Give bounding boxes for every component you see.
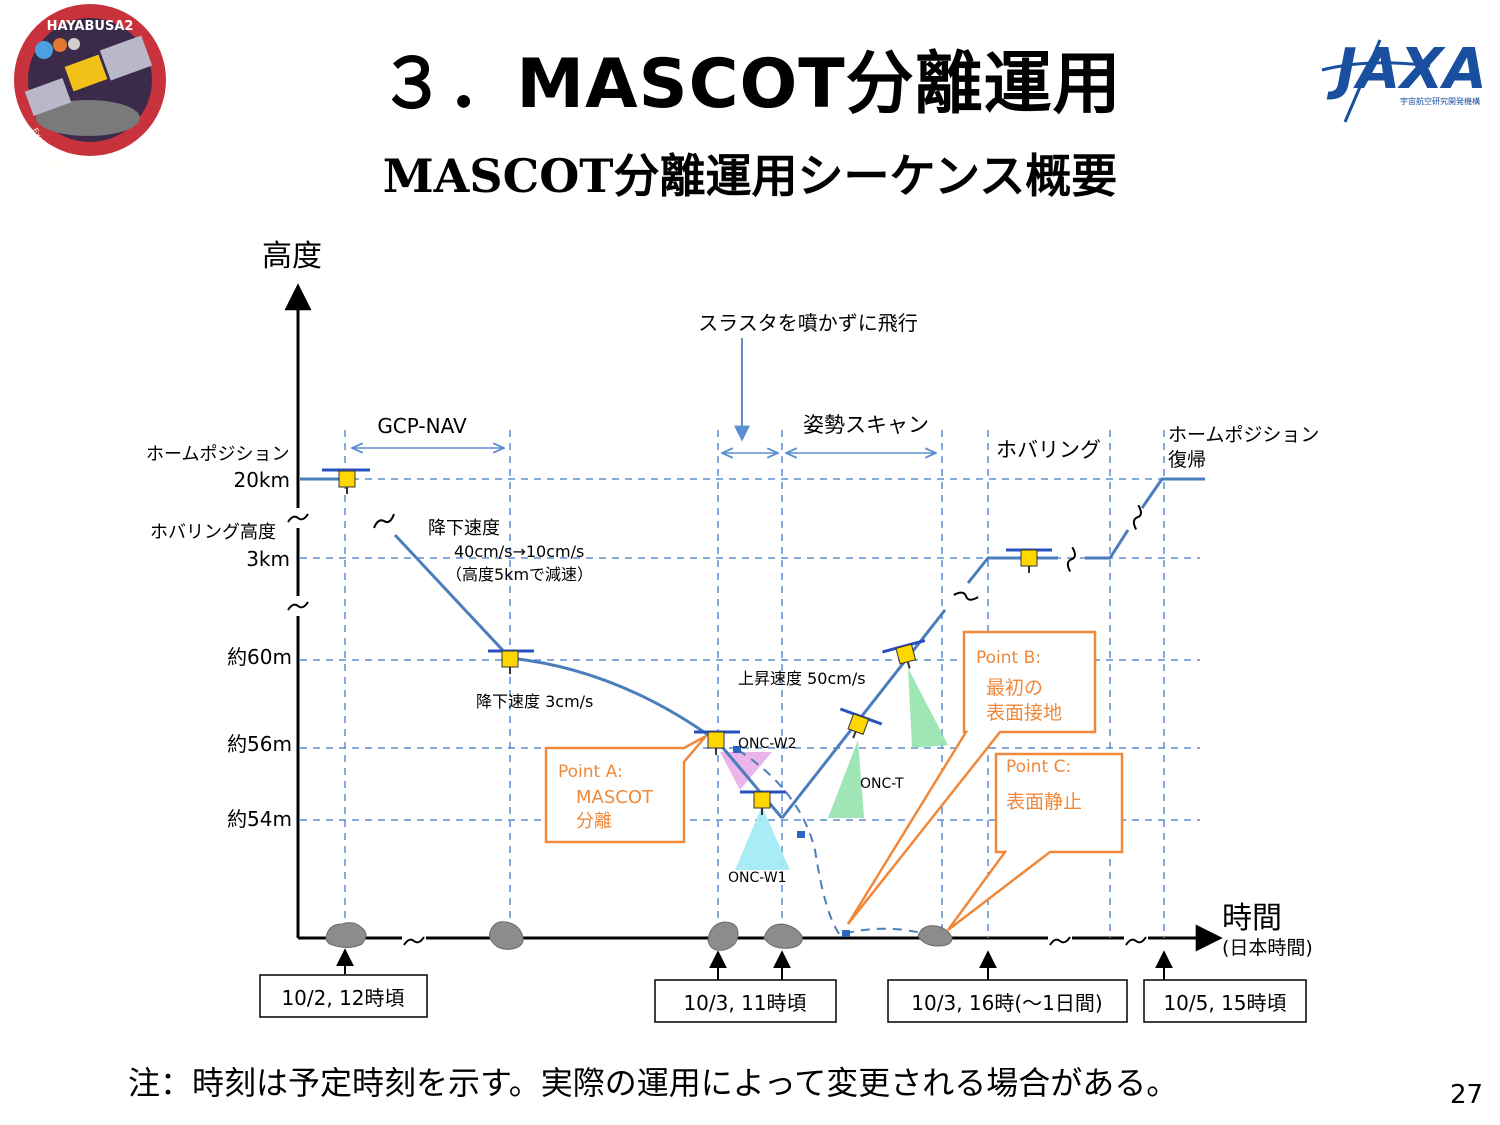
onc-w2-label: ONC-W2 xyxy=(738,736,797,752)
spacecraft-icon xyxy=(839,707,883,739)
time-markers: 10/2, 12時頃 10/3, 11時頃 10/3, 16時(〜1日間) 10… xyxy=(259,948,1307,1023)
axes: 高度 時間 (日本時間) ホームポジション 20km ホバリング高度 3km 約… xyxy=(146,239,1313,959)
spacecraft-icon xyxy=(488,649,534,674)
home-return-label-1: ホームポジション xyxy=(1168,424,1319,446)
trajectory-hover-exit-segment xyxy=(1085,529,1130,560)
asteroid-icon xyxy=(917,925,953,947)
phase-ranges: GCP-NAV スラスタを噴かずに飛行 姿勢スキャン ホバリング ホームポジショ… xyxy=(352,311,1319,471)
trajectory-break-marks xyxy=(373,504,1142,601)
hovering-label: ホバリング xyxy=(996,438,1101,462)
jaxa-logo: JAXA 宇宙航空研究開発機構 xyxy=(1321,37,1487,123)
y-tick-20km: 20km xyxy=(233,468,290,492)
point-a-line1: MASCOT xyxy=(576,787,654,808)
home-return-label-2: 復帰 xyxy=(1168,449,1206,471)
spacecraft-icons xyxy=(322,468,1052,815)
page-number: 27 xyxy=(1450,1080,1484,1110)
ascent-speed: 上昇速度 50cm/s xyxy=(738,669,866,688)
descent-speed: 40cm/s→10cm/s xyxy=(454,542,584,561)
hayabusa2-badge-logo: HAYABUSA2 Exploring Ryugu xyxy=(14,4,166,188)
mascot-trajectory xyxy=(737,749,941,937)
time-label-2: 10/3, 11時頃 xyxy=(683,991,806,1015)
trajectory-free-flight-segment xyxy=(716,741,784,819)
trajectory-return-segment xyxy=(1140,477,1205,509)
attitude-scan-label: 姿勢スキャン xyxy=(803,413,929,437)
mascot-marker xyxy=(797,831,805,838)
spacecraft-trajectory xyxy=(300,477,1205,819)
asteroid-icon xyxy=(763,923,803,949)
spacecraft-icon xyxy=(740,790,786,815)
trajectory-descent-segment xyxy=(393,533,512,660)
time-label-4: 10/5, 15時頃 xyxy=(1163,991,1286,1015)
x-axis-label: 時間 xyxy=(1222,901,1282,936)
y-axis-label: 高度 xyxy=(262,239,322,274)
time-label-1: 10/2, 12時頃 xyxy=(281,986,404,1010)
axis-break-mark xyxy=(1125,936,1147,946)
point-c-title: Point C: xyxy=(1006,757,1071,777)
onc-w2-cone xyxy=(720,752,772,790)
asteroid-icon xyxy=(489,921,524,950)
axis-break-mark xyxy=(1049,936,1071,946)
axis-break-mark xyxy=(287,601,309,611)
point-b-line1: 最初の xyxy=(986,677,1043,699)
onc-w1-cone xyxy=(735,806,790,870)
onc-t-label: ONC-T xyxy=(860,776,904,792)
descent-note: （高度5kmで減速） xyxy=(446,565,593,584)
callout-point-c: Point C: 表面静止 xyxy=(946,752,1124,931)
trajectory-hover-segment xyxy=(966,556,1058,584)
asteroid-icon xyxy=(707,921,739,951)
point-a-title: Point A: xyxy=(558,762,623,782)
y-tick-sublabel-home: ホームポジション xyxy=(146,444,289,465)
point-a-line2: 分離 xyxy=(576,811,612,832)
descent-title: 降下速度 xyxy=(428,518,500,539)
jaxa-logo-subtext: 宇宙航空研究開発機構 xyxy=(1400,96,1480,106)
y-tick-sublabel-hover: ホバリング高度 xyxy=(150,522,276,543)
trajectory-annotations: 降下速度 40cm/s→10cm/s （高度5kmで減速） 降下速度 3cm/s… xyxy=(428,518,904,886)
axis-break-mark xyxy=(403,936,425,946)
thruster-free-label: スラスタを噴かずに飛行 xyxy=(698,311,918,335)
spacecraft-icon xyxy=(694,730,740,755)
asteroid-icon xyxy=(325,922,367,949)
onc-t-cone-1 xyxy=(828,740,864,818)
footnote: 注：時刻は予定時刻を示す。実際の運用によって変更される場合がある。 xyxy=(128,1064,1179,1102)
asteroid-icons xyxy=(325,921,953,951)
axis-break-mark xyxy=(287,513,309,523)
badge-text: HAYABUSA2 xyxy=(47,19,134,34)
point-c-line1: 表面静止 xyxy=(1006,791,1082,813)
page-subtitle: MASCOT分離運用シーケンス概要 xyxy=(382,149,1118,203)
onc-w1-label: ONC-W1 xyxy=(728,870,787,886)
y-tick-54m: 約54m xyxy=(227,807,292,831)
mascot-marker xyxy=(842,930,850,937)
spacecraft-icon xyxy=(322,468,370,494)
trajectory-ascent-segment xyxy=(780,609,947,819)
y-tick-3km: 3km xyxy=(246,547,290,571)
time-label-3: 10/3, 16時(〜1日間) xyxy=(911,991,1102,1015)
x-axis-sublabel: (日本時間) xyxy=(1222,937,1313,959)
point-b-title: Point B: xyxy=(976,648,1041,668)
trajectory-slow-descent-segment xyxy=(509,656,719,744)
point-b-line2: 表面接地 xyxy=(986,702,1062,724)
y-tick-60m: 約60m xyxy=(227,645,292,669)
page-title: ３．MASCOT分離運用 xyxy=(378,45,1122,124)
mascot-marker xyxy=(733,746,741,753)
gcp-nav-label: GCP-NAV xyxy=(377,414,467,438)
jaxa-logo-text: JAXA xyxy=(1326,37,1487,102)
spacecraft-icon xyxy=(1006,548,1052,573)
callout-point-a: Point A: MASCOT 分離 xyxy=(544,734,707,844)
descent-slow: 降下速度 3cm/s xyxy=(476,692,593,711)
y-tick-56m: 約56m xyxy=(227,732,292,756)
callout-point-b: Point B: 最初の 表面接地 xyxy=(846,630,1097,925)
onc-t-cone-2 xyxy=(908,668,948,748)
spacecraft-icon xyxy=(882,639,926,669)
